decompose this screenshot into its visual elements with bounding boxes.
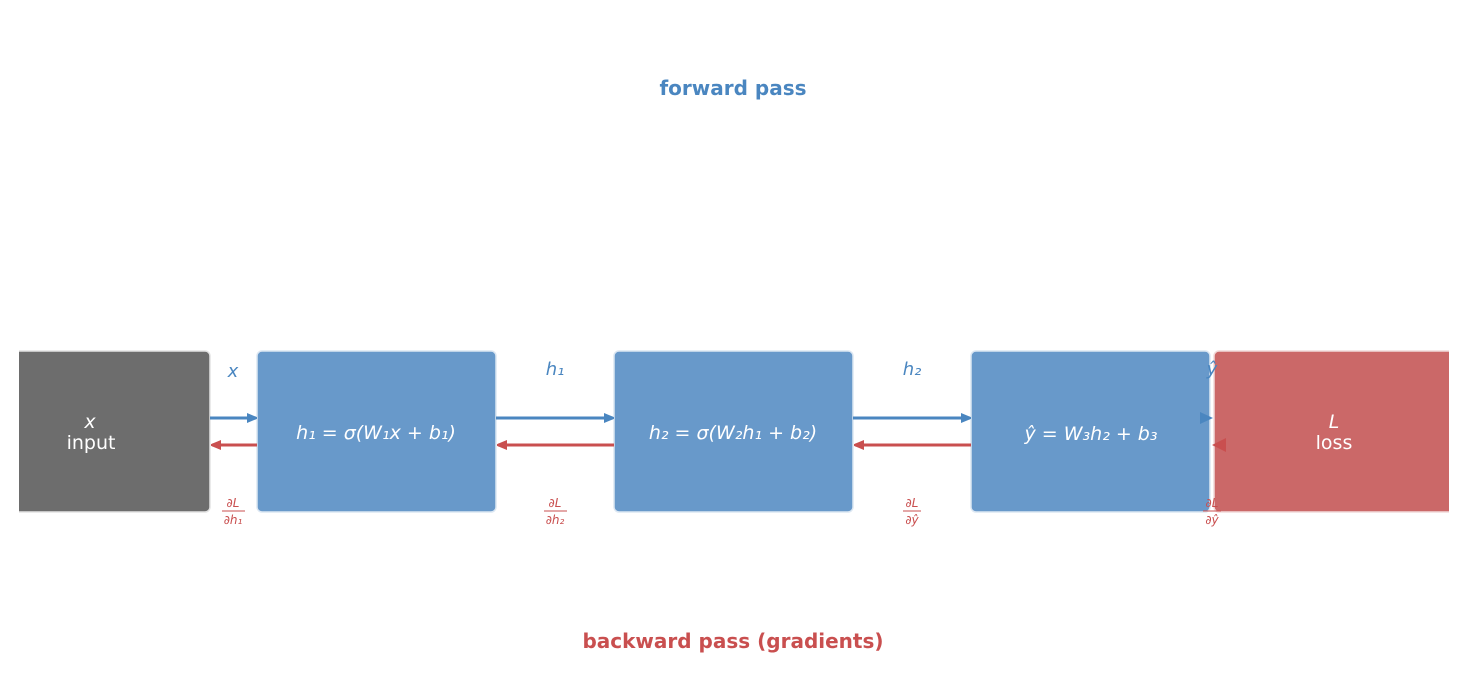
forward-label-h2: h₂ [903,359,922,380]
gradient-label-yhat-loss: ∂L ∂ŷ [1203,496,1221,527]
forward-label-x: x [227,361,239,382]
node-layer1 [256,350,497,513]
gradient-denominator: ∂h₂ [546,513,565,527]
loss-symbol: L [1329,411,1340,433]
output-formula: ŷ = W₃h₂ + b₃ [1024,423,1158,445]
gradient-numerator: ∂L [906,496,919,510]
node-layer2 [613,350,854,513]
node-output [970,350,1211,513]
loss-label: loss [1316,432,1353,454]
backward-arrow-4 [1212,438,1226,452]
forward-label-yhat: ŷ [1206,359,1218,380]
gradient-denominator: ∂ŷ [1205,513,1219,527]
gradient-numerator: ∂L [549,496,562,510]
node-loss [1213,350,1449,513]
input-label: input [67,432,116,454]
node-input [19,350,211,513]
backward-pass-title: backward pass (gradients) [582,629,883,653]
layer2-formula: h₂ = σ(W₂h₁ + b₂) [649,422,817,444]
layer1-formula: h₁ = σ(W₁x + b₁) [296,422,456,444]
forward-pass-title: forward pass [659,76,806,100]
gradient-label-h1: ∂L ∂h₁ [222,496,245,527]
input-symbol: x [83,411,96,433]
gradient-denominator: ∂h₁ [224,513,243,527]
forward-label-h1: h₁ [546,359,565,380]
forward-arrow-4 [1200,412,1213,424]
gradient-label-h2: ∂L ∂h₂ [544,496,567,527]
gradient-numerator: ∂L [1206,496,1219,510]
gradient-denominator: ∂ŷ [905,513,919,527]
gradient-label-yhat: ∂L ∂ŷ [903,496,921,527]
gradient-numerator: ∂L [227,496,240,510]
